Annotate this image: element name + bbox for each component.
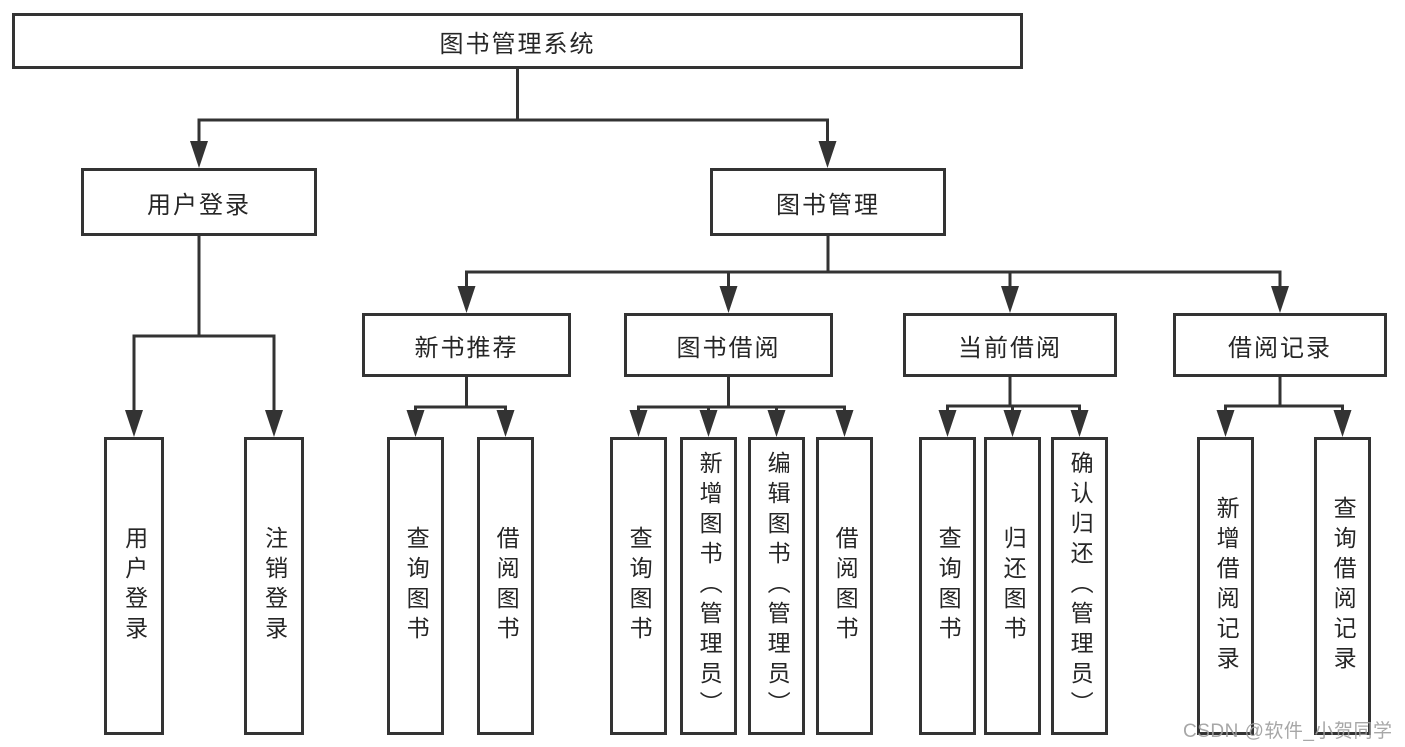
leaf-return-books: 归还图书 — [984, 437, 1041, 735]
node-label: 图书管理 — [776, 191, 880, 219]
node-label: 用户登录 — [121, 526, 148, 646]
leaf-borrow-books-borrowing: 借阅图书 — [816, 437, 873, 735]
node-book-management: 图书管理 — [710, 168, 946, 236]
node-label: 注销登录 — [261, 526, 288, 646]
connector-borrowing-records — [1224, 377, 1344, 418]
node-label: 借阅记录 — [1228, 334, 1332, 362]
node-label: 查询图书 — [935, 526, 962, 646]
leaf-query-books-borrowing: 查询图书 — [610, 437, 667, 735]
node-label: 借阅图书 — [493, 526, 520, 646]
node-borrowing-records: 借阅记录 — [1173, 313, 1387, 377]
leaf-query-borrow-record: 查询借阅记录 — [1314, 437, 1371, 735]
node-label: 编辑图书（管理员） — [764, 451, 791, 721]
leaf-query-books-current: 查询图书 — [919, 437, 976, 735]
node-book-borrowing: 图书借阅 — [624, 313, 833, 377]
node-label: 新书推荐 — [414, 334, 519, 362]
node-label: 查询图书 — [403, 526, 430, 646]
connector-new-book-recommendation — [414, 377, 507, 418]
node-label: 图书管理系统 — [439, 30, 596, 58]
node-new-book-recommendation: 新书推荐 — [362, 313, 571, 377]
node-library-management-system: 图书管理系统 — [12, 13, 1023, 69]
leaf-user-login: 用户登录 — [104, 437, 164, 735]
leaf-confirm-return-admin: 确认归还（管理员） — [1051, 437, 1108, 735]
connector-user-login — [132, 236, 276, 418]
node-label: 借阅图书 — [832, 526, 859, 646]
node-current-borrowing: 当前借阅 — [903, 313, 1117, 377]
csdn-watermark: CSDN @软件_小贺同学 — [1183, 721, 1393, 742]
leaf-add-borrow-record: 新增借阅记录 — [1197, 437, 1254, 735]
node-label: 归还图书 — [1000, 526, 1027, 646]
node-label: 图书借阅 — [676, 334, 781, 362]
node-label: 当前借阅 — [958, 334, 1062, 362]
node-label: 新增图书（管理员） — [696, 451, 723, 721]
connector-book-borrowing — [637, 377, 846, 418]
leaf-query-books-recommend: 查询图书 — [387, 437, 444, 735]
leaf-edit-books-admin: 编辑图书（管理员） — [748, 437, 805, 735]
node-label: 查询借阅记录 — [1330, 496, 1357, 676]
node-label: 新增借阅记录 — [1213, 496, 1240, 676]
arrowheads — [125, 141, 1352, 437]
leaf-logout: 注销登录 — [244, 437, 304, 735]
node-user-login: 用户登录 — [81, 168, 317, 236]
connector-book-management — [465, 236, 1282, 294]
leaf-borrow-books-recommend: 借阅图书 — [477, 437, 534, 735]
leaf-add-books-admin: 新增图书（管理员） — [680, 437, 737, 735]
node-label: 用户登录 — [147, 191, 251, 219]
node-label: 查询图书 — [626, 526, 653, 646]
node-label: 确认归还（管理员） — [1067, 451, 1094, 721]
connector-root — [197, 68, 829, 150]
